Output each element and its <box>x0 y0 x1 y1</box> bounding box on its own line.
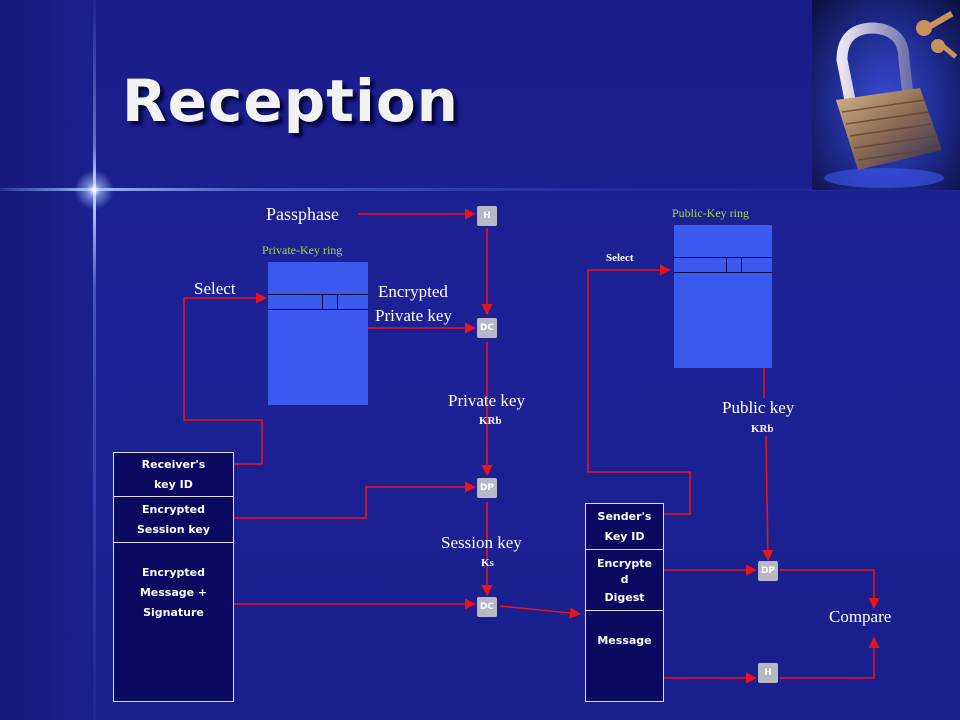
wire-dc-to-sender <box>499 605 582 619</box>
padlock-icon <box>824 11 958 188</box>
encrypted-private-key-line2: Private key <box>375 306 452 325</box>
public-key-ring-label: Public-Key ring <box>672 206 749 220</box>
left-band <box>0 0 92 720</box>
node-h-right: H <box>758 663 778 683</box>
receiver-session-key-line1: Encrypted <box>142 503 205 516</box>
wire-public-key-to-dp <box>762 435 774 562</box>
sender-digest-line2: d <box>620 573 629 586</box>
receiver-key-id-line2: key ID <box>154 478 193 491</box>
select-left-label: Select <box>194 279 236 298</box>
wire-dp-to-compare <box>780 569 880 610</box>
receiver-message-line3: Signature <box>143 606 204 619</box>
node-dc-bottom: DC <box>477 597 497 617</box>
private-key-ring-row <box>268 294 368 310</box>
encrypted-private-key-line1: Encrypted <box>378 282 448 301</box>
wire-h-to-compare <box>780 636 880 679</box>
receiver-key-id-line1: Receiver's <box>141 458 206 471</box>
light-flare-vertical <box>93 0 96 720</box>
public-key-ring <box>674 225 772 368</box>
session-key-label: Session key <box>441 533 522 552</box>
wire-select-right <box>587 264 691 515</box>
sender-message-box: Sender's Key ID Encrypte d Digest Messag… <box>585 503 664 702</box>
private-key-ring <box>268 262 368 405</box>
light-flare-core <box>74 170 114 210</box>
sender-digest-line3: Digest <box>604 591 645 604</box>
passphrase-label: Passphase <box>266 204 339 224</box>
sender-key-id-line1: Sender's <box>597 510 652 523</box>
public-key-label: Public key <box>722 398 795 417</box>
sender-divider-2 <box>586 610 663 611</box>
receiver-message-line1: Encrypted <box>142 566 205 579</box>
receiver-message-box: Receiver's key ID Encrypted Session key … <box>113 452 234 702</box>
public-key-ring-row <box>674 257 772 273</box>
private-key-ring-label: Private-Key ring <box>262 243 343 257</box>
sender-message-line1: Message <box>597 634 652 647</box>
sender-digest-line1: Encrypte <box>596 557 653 570</box>
private-key-label: Private key <box>448 391 525 410</box>
slide-title: Reception <box>122 67 459 135</box>
padlock-photo <box>812 0 960 190</box>
sender-divider-1 <box>586 549 663 550</box>
select-right-label: Select <box>606 252 634 264</box>
wire-session-to-dp <box>234 481 477 519</box>
sender-key-id-line2: Key ID <box>604 530 645 543</box>
node-dp-mid: DP <box>477 478 497 498</box>
node-dp-right: DP <box>758 561 778 581</box>
public-key-sub: KRb <box>751 423 774 435</box>
wire-select-left <box>183 292 268 465</box>
receiver-divider-1 <box>114 496 233 497</box>
private-key-sub: KRb <box>479 415 502 427</box>
session-key-sub: Ks <box>481 557 494 569</box>
compare-label: Compare <box>829 607 892 626</box>
receiver-message-line2: Message + <box>139 586 208 599</box>
receiver-session-key-line2: Session key <box>136 523 211 536</box>
node-dc-top: DC <box>477 318 497 338</box>
receiver-divider-2 <box>114 542 233 543</box>
light-flare-horizontal <box>0 188 960 191</box>
node-h-top: H <box>477 206 497 226</box>
